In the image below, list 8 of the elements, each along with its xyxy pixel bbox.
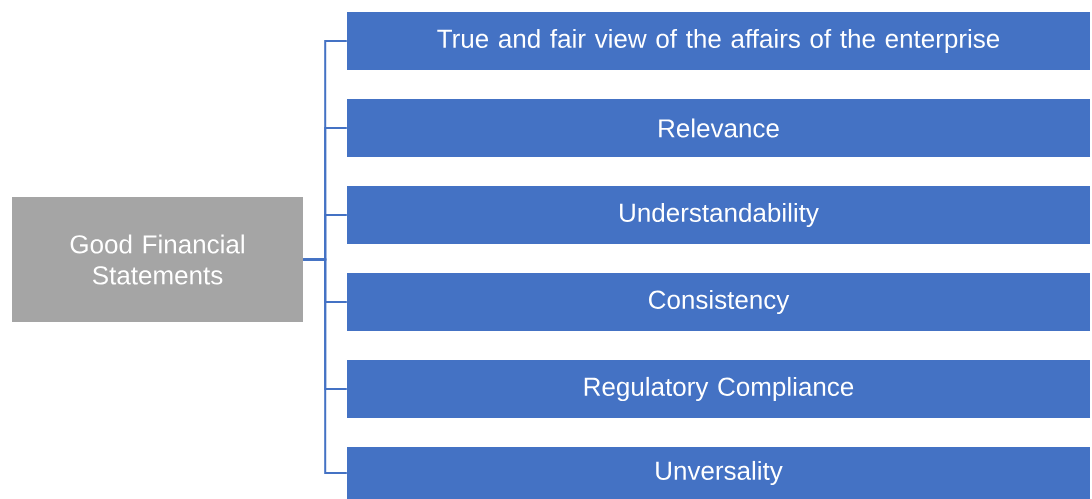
item-box: Regulatory Compliance — [347, 360, 1090, 418]
category-box: Good Financial Statements — [12, 197, 303, 322]
item-box: Unversality — [347, 447, 1090, 499]
item-box: Understandability — [347, 186, 1090, 244]
item-box: True and fair view of the affairs of the enterprise — [347, 12, 1090, 70]
item-box: Relevance — [347, 99, 1090, 157]
connector-line — [302, 258, 348, 474]
item-box: Consistency — [347, 273, 1090, 331]
